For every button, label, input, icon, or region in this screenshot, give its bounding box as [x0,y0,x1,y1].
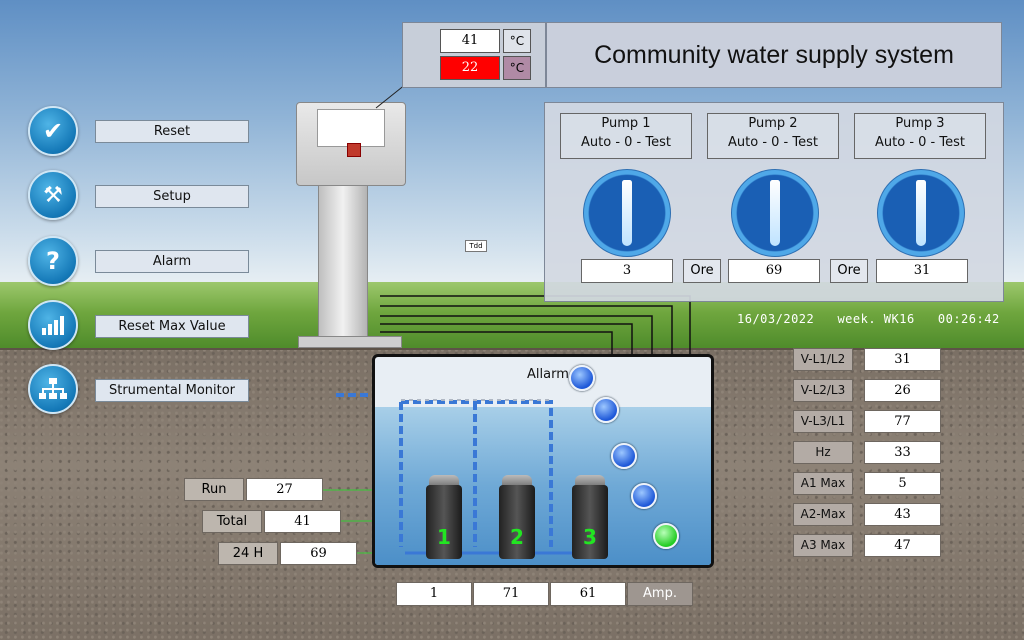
reset-max-value-button[interactable]: Reset Max Value [95,315,249,338]
a3-max-label: A3 Max [793,534,853,557]
pump-3-header: Pump 3 Auto - 0 - Test [854,113,986,159]
pump-1-selector-knob[interactable] [583,169,671,257]
reset-button[interactable]: Reset [95,120,249,143]
pump-3-number: 3 [583,525,597,549]
controller-cabinet[interactable] [296,102,406,186]
datetime-display: 16/03/2022 week. WK16 00:26:42 [737,312,1000,326]
run-label: Run [184,478,244,501]
v-l2-l3-value: 26 [864,379,941,402]
temperature-panel: 41 °C 22 °C [402,22,546,88]
pump-3-amp: 61 [550,582,626,606]
week: week. WK16 [837,312,915,326]
pump-3-name: Pump 3 [895,116,945,131]
pump-1-body[interactable] [426,485,462,559]
setup-button[interactable]: Setup [95,185,249,208]
page-title: Community water supply system [546,22,1002,88]
24h-label: 24 H [218,542,278,565]
menu-reset[interactable]: ✔ [28,106,78,156]
total-value: 41 [264,510,341,533]
pump-2-ore-button[interactable]: Ore [830,259,868,283]
pump-3-hours: 31 [876,259,968,283]
controller-post [318,180,368,342]
pump-1-amp: 1 [396,582,472,606]
v-l3-l1-label: V-L3/L1 [793,410,853,433]
pump-1-number: 1 [437,525,451,549]
level-sensor-4[interactable] [631,483,657,509]
question-icon[interactable]: ? [28,236,78,286]
24h-value: 69 [280,542,357,565]
pump-2-name: Pump 2 [748,116,798,131]
level-sensor-2[interactable] [593,397,619,423]
pump-2-hours: 69 [728,259,820,283]
menu-reset-max[interactable] [28,300,78,350]
menu-setup[interactable]: ⚒ [28,170,78,220]
a3-max-value: 47 [864,534,941,557]
a2-max-label: A2-Max [793,503,853,526]
network-icon[interactable] [28,364,78,414]
ground-line [0,348,1024,350]
tank-pipes [399,399,575,555]
tools-icon[interactable]: ⚒ [28,170,78,220]
pump-1-hours: 3 [581,259,673,283]
temperature-value-1: 41 [440,29,500,53]
pump-2-number: 2 [510,525,524,549]
menu-alarm[interactable]: ? [28,236,78,286]
pump-1-header: Pump 1 Auto - 0 - Test [560,113,692,159]
pump-2-body[interactable] [499,485,535,559]
alarm-button[interactable]: Alarm [95,250,249,273]
date: 16/03/2022 [737,312,815,326]
controller-screen [317,109,385,147]
total-label: Total [202,510,262,533]
strumental-monitor-button[interactable]: Strumental Monitor [95,379,249,402]
pump-2-header: Pump 2 Auto - 0 - Test [707,113,839,159]
pump-3-mode: Auto - 0 - Test [875,135,965,150]
pump-1-ore-button[interactable]: Ore [683,259,721,283]
pump-2-mode: Auto - 0 - Test [728,135,818,150]
a2-max-value: 43 [864,503,941,526]
pump-1-name: Pump 1 [601,116,651,131]
checkmark-icon[interactable]: ✔ [28,106,78,156]
controller-base [298,336,402,348]
menu-strumental-monitor[interactable] [28,364,78,414]
temperature-unit-2: °C [503,56,531,80]
hz-label: Hz [793,441,853,464]
a1-max-label: A1 Max [793,472,853,495]
v-l1-l2-value: 31 [864,348,941,371]
water-tank: Allarm 1 2 3 [372,354,714,568]
alarm-label: Allarm [527,367,569,382]
time: 00:26:42 [937,312,1000,326]
v-l3-l1-value: 77 [864,410,941,433]
level-sensor-3[interactable] [611,443,637,469]
pump-2-amp: 71 [473,582,549,606]
pump-1-mode: Auto - 0 - Test [581,135,671,150]
pump-3-body[interactable] [572,485,608,559]
alarm-level-sensor[interactable] [569,365,595,391]
controller-tag: Tdd [465,240,487,252]
v-l2-l3-label: V-L2/L3 [793,379,853,402]
level-sensor-min[interactable] [653,523,679,549]
v-l1-l2-label: V-L1/L2 [793,348,853,371]
amp-label: Amp. [627,582,693,606]
pump-panel: Pump 1 Auto - 0 - Test Pump 2 Auto - 0 -… [544,102,1004,302]
run-value: 27 [246,478,323,501]
pump-2-selector-knob[interactable] [731,169,819,257]
pump-3-selector-knob[interactable] [877,169,965,257]
controller-red-button[interactable] [347,143,361,157]
bar-chart-icon[interactable] [28,300,78,350]
temperature-unit-1: °C [503,29,531,53]
a1-max-value: 5 [864,472,941,495]
temperature-value-2: 22 [440,56,500,80]
hz-value: 33 [864,441,941,464]
